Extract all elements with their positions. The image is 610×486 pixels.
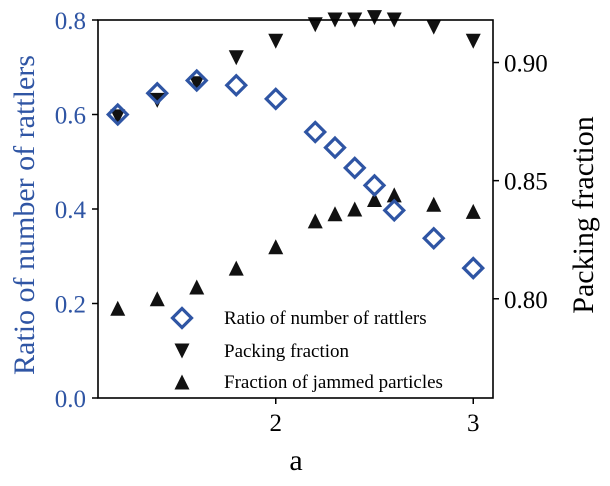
y-right-tick-label: 0.80 — [504, 287, 548, 314]
legend-label: Packing fraction — [224, 341, 350, 362]
data-point — [184, 68, 209, 93]
data-point — [327, 206, 343, 222]
y-left-tick-label: 0.2 — [55, 292, 86, 319]
data-point — [105, 102, 130, 127]
y-left-tick-label: 0.6 — [55, 103, 86, 130]
data-point — [342, 156, 367, 180]
x-axis-label: a — [289, 444, 302, 477]
y-left-axis-label: Ratio of number of rattlers — [8, 55, 41, 375]
x-tick-label: 3 — [467, 410, 480, 437]
y-left-tick-label: 0.4 — [55, 197, 87, 224]
data-point — [268, 33, 284, 49]
y-right-axis-label: Packing fraction — [567, 116, 600, 313]
legend-label: Fraction of jammed particles — [224, 372, 443, 393]
data-point — [461, 256, 486, 280]
data-point — [307, 213, 323, 229]
data-point — [189, 279, 205, 295]
series-layer — [105, 10, 486, 316]
data-point — [426, 19, 442, 35]
data-point — [465, 203, 481, 219]
data-point — [145, 81, 170, 106]
data-point — [149, 291, 165, 307]
data-point — [426, 196, 442, 212]
data-point — [149, 92, 165, 108]
data-point — [367, 10, 382, 26]
data-point — [303, 120, 328, 144]
data-point — [421, 226, 446, 251]
data-point — [110, 109, 126, 125]
series-triangle-down — [110, 10, 481, 125]
data-point — [228, 50, 244, 66]
y-right-tick-label: 0.90 — [504, 51, 548, 78]
data-point — [110, 300, 126, 316]
data-point — [323, 135, 347, 160]
data-point — [465, 33, 481, 49]
series-diamond-open — [105, 68, 486, 280]
data-point — [382, 198, 407, 223]
y-right-tick-label: 0.85 — [504, 169, 548, 196]
legend-marker — [174, 343, 190, 359]
y-right-axis-ticks: 0.80 0.85 0.90 — [493, 51, 548, 314]
legend-marker — [174, 374, 190, 390]
data-point — [367, 192, 382, 208]
y-left-tick-label: 0.0 — [55, 386, 86, 413]
data-point — [386, 187, 402, 203]
data-point — [263, 87, 288, 111]
y-left-axis-ticks: 0.0 0.2 0.4 0.6 0.8 — [55, 8, 98, 413]
data-point — [228, 260, 244, 276]
series-triangle-up — [110, 187, 481, 316]
legend-marker — [170, 306, 194, 330]
data-point — [189, 76, 205, 92]
data-point — [362, 173, 387, 198]
data-point — [268, 239, 284, 255]
x-tick-label: 2 — [270, 410, 283, 437]
legend-label: Ratio of number of rattlers — [224, 308, 427, 329]
data-point — [307, 17, 323, 33]
data-point — [224, 73, 249, 97]
y-left-tick-label: 0.8 — [55, 8, 86, 35]
data-point — [347, 201, 363, 217]
